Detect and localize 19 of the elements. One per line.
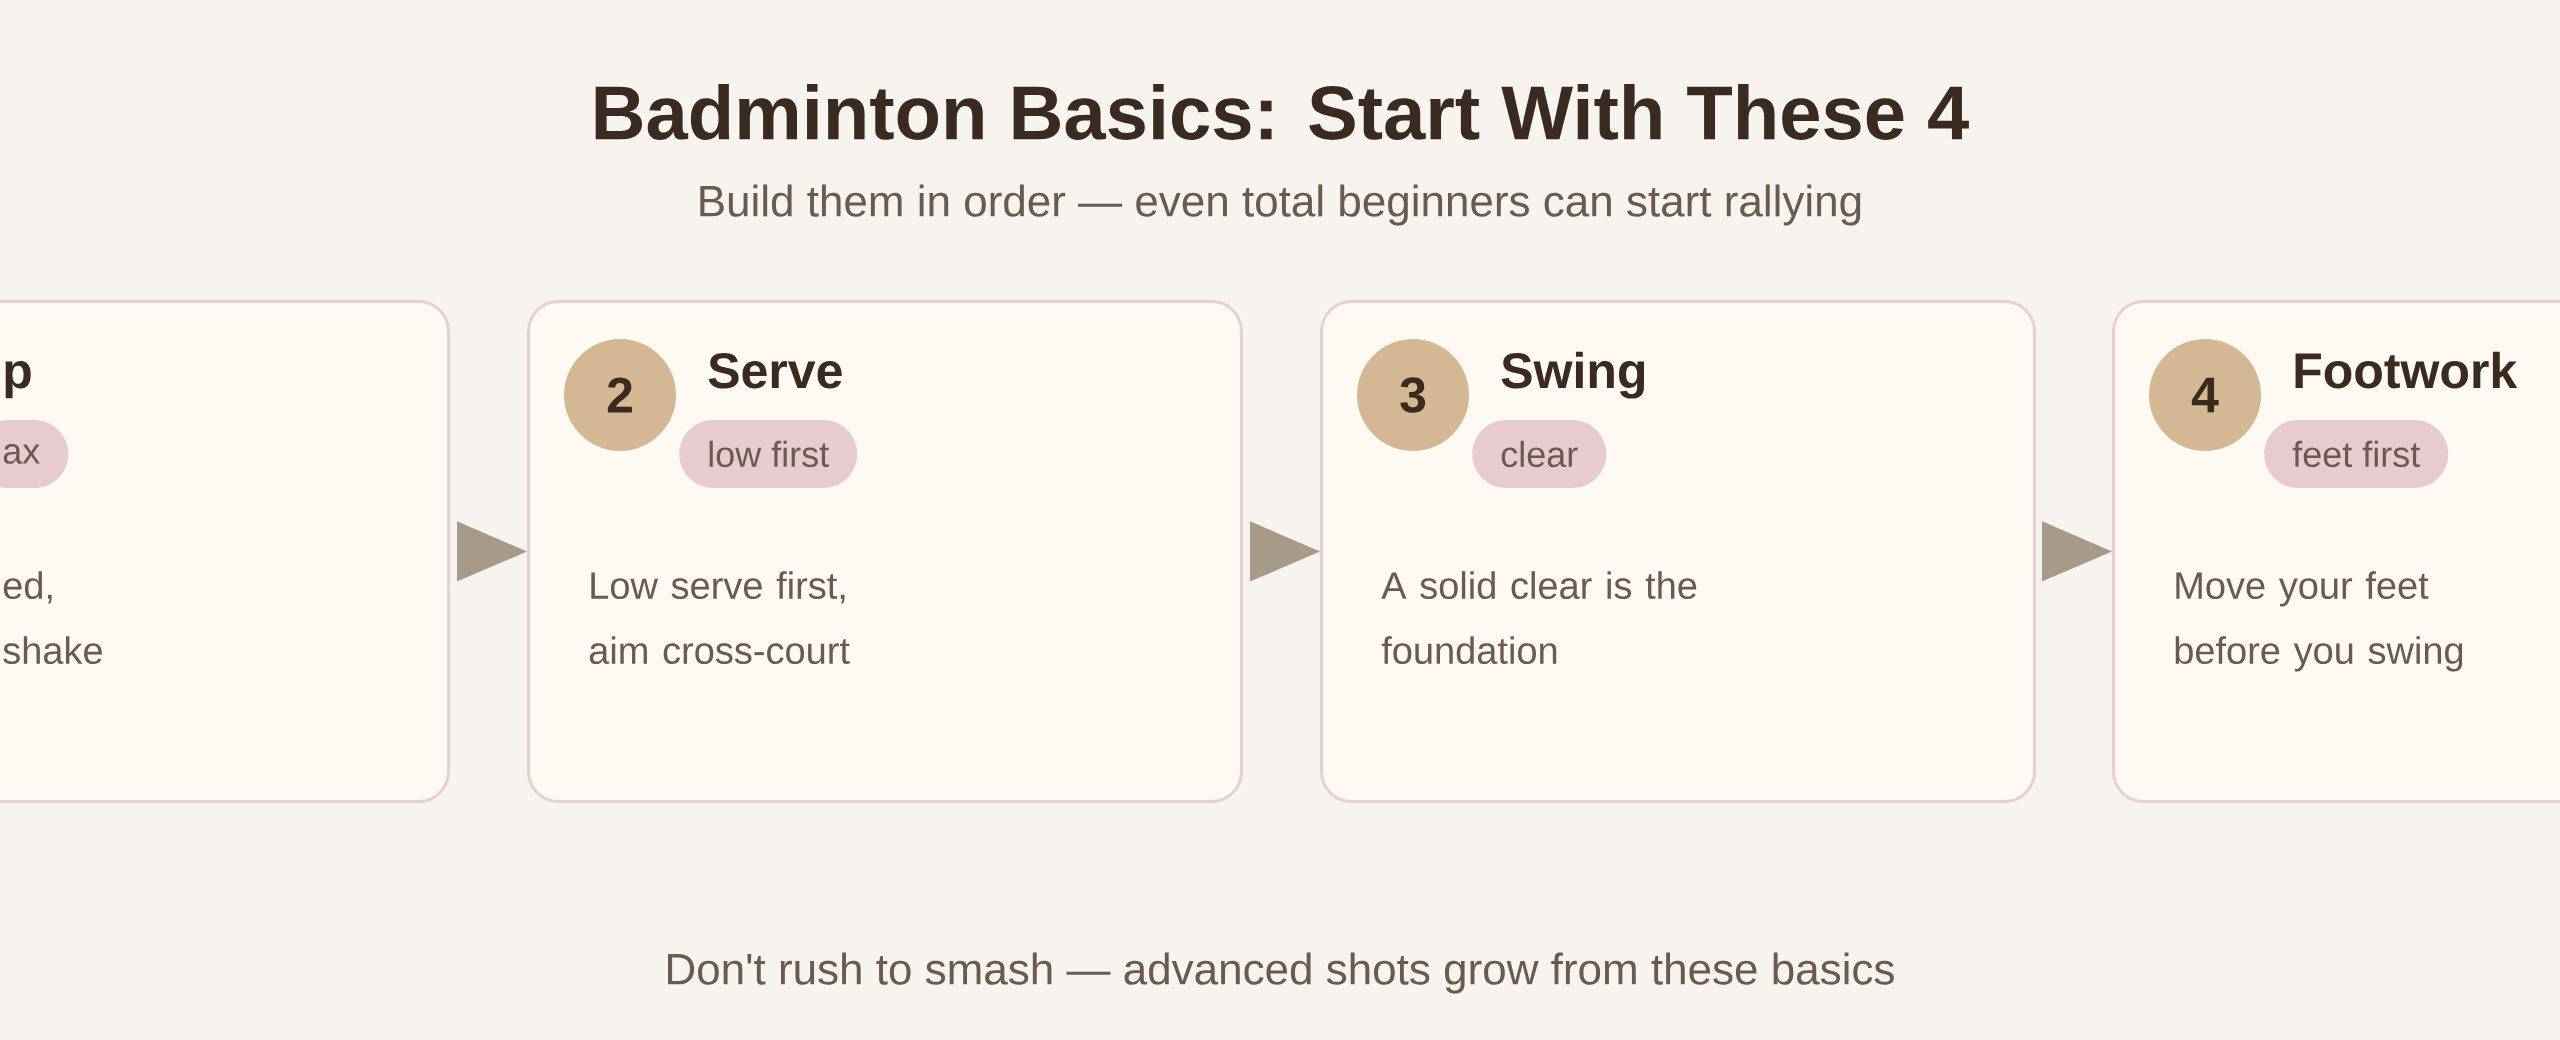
step-description: ed, shake [3, 571, 102, 665]
step-description: Low serve first, aim cross-court [589, 571, 850, 665]
step-description: A solid clear is the foundation [1381, 571, 1697, 665]
step-description: Move your feet before you swing [2175, 571, 2463, 672]
step-number: 4 [2149, 339, 2261, 451]
step-title: Serve [708, 353, 842, 389]
tag-pill: ax [0, 420, 69, 488]
subtitle: Build them in order — even total beginners can start rallying [700, 184, 1861, 226]
step-title: Swing [1501, 351, 1645, 399]
title: Badminton Basics: Start With These 4 [595, 84, 1969, 140]
arrow [456, 521, 527, 582]
footer-note: Don't rush to smash — advanced shots grow from these basics [668, 952, 1894, 994]
step-number: 3 [1357, 339, 1469, 451]
tag-pill: clear [1472, 420, 1607, 488]
step-title: p [5, 361, 31, 399]
arrow [1249, 521, 1320, 582]
arrow [2041, 521, 2112, 582]
step-title: Footwork [2295, 351, 2518, 389]
step-number: 2 [564, 339, 676, 451]
